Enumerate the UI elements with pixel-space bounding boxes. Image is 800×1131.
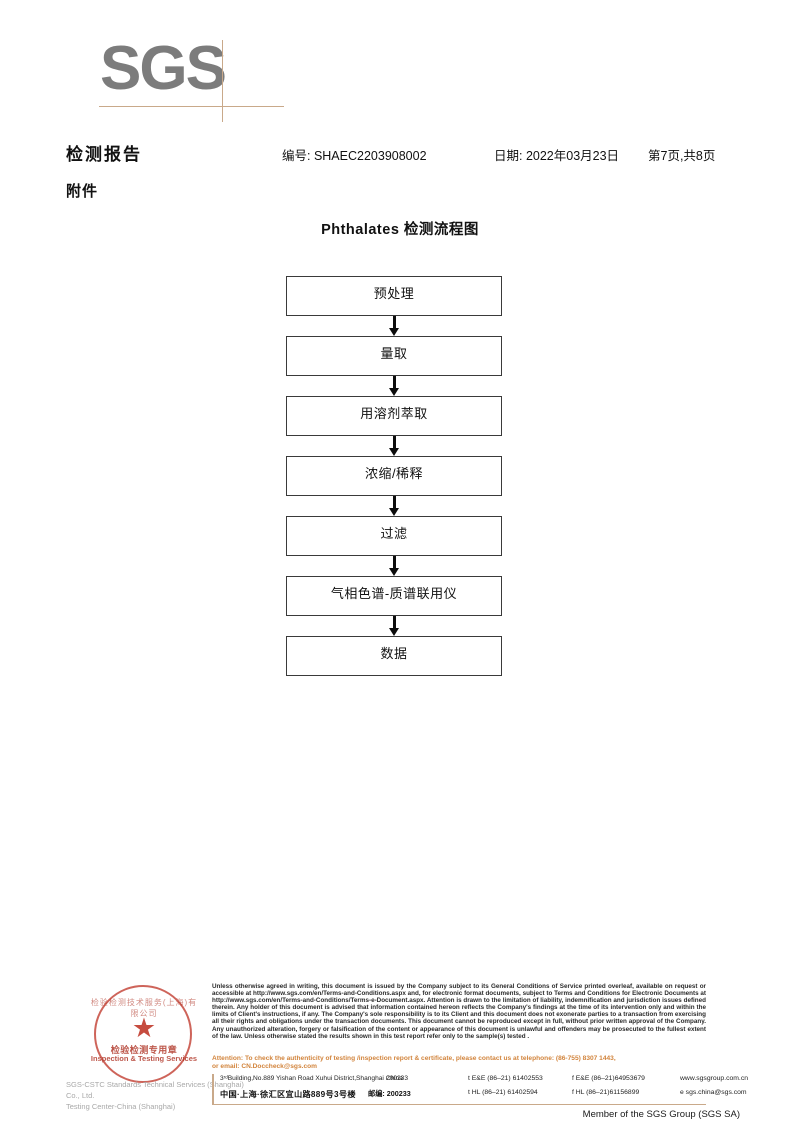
flow-node-label: 量取 bbox=[380, 345, 408, 361]
footer-divider bbox=[212, 1104, 706, 1105]
flow-node-label: 气相色谱-质谱联用仪 bbox=[330, 585, 458, 601]
flow-arrow-6 bbox=[286, 616, 502, 636]
arrow-head-icon bbox=[389, 628, 399, 636]
attention-notice: Attention: To check the authenticity of … bbox=[212, 1055, 706, 1071]
flow-arrow-2 bbox=[286, 376, 502, 396]
company-name-block: SGS-CSTC Standards Technical Services (S… bbox=[66, 1079, 256, 1112]
arrow-shaft bbox=[392, 616, 396, 630]
flow-node-label: 预处理 bbox=[373, 285, 415, 301]
report-date: 日期: 2022年03月23日 bbox=[494, 149, 620, 163]
stamp-arc-text: 检验检测技术服务(上海)有限公司 bbox=[90, 998, 198, 1018]
star-icon: ★ bbox=[131, 1013, 157, 1043]
report-header: 检测报告 编号: SHAEC2203908002 日期: 2022年03月23日… bbox=[66, 140, 738, 166]
flow-node-pretreatment: 预处理 bbox=[286, 276, 502, 316]
report-number: 编号: SHAEC2203908002 bbox=[282, 149, 427, 163]
flow-arrow-4 bbox=[286, 496, 502, 516]
address-english: 3ʳᵈBuilding,No.889 Yishan Road Xuhui Dis… bbox=[220, 1075, 403, 1082]
sgs-logo: SGS bbox=[99, 34, 300, 122]
attention-line-1: Attention: To check the authenticity of … bbox=[212, 1055, 616, 1062]
flow-node-concentration-dilution: 浓缩/稀释 bbox=[286, 456, 502, 496]
legal-text: Unless otherwise agreed in writing, this… bbox=[212, 983, 706, 1040]
arrow-shaft bbox=[392, 556, 396, 570]
arrow-shaft bbox=[392, 436, 396, 450]
inspection-stamp: 检验检测技术服务(上海)有限公司 ★ 检验检测专用章 Inspection & … bbox=[88, 981, 200, 1093]
flowchart: 预处理 量取 用溶剂萃取 浓缩/稀释 过滤 气相色谱-质谱联用仪 数据 bbox=[286, 276, 504, 676]
flow-node-gcms: 气相色谱-质谱联用仪 bbox=[286, 576, 502, 616]
address-row-cn: 中国·上海·徐汇区宜山路889号3号楼 邮编: 200233 t HL (86–… bbox=[220, 1088, 747, 1102]
member-of-group-text: Member of the SGS Group (SGS SA) bbox=[582, 1109, 740, 1120]
logo-horizontal-rule bbox=[99, 106, 284, 107]
flow-node-solvent-extraction: 用溶剂萃取 bbox=[286, 396, 502, 436]
fax-ee: f E&E (86–21)64953679 bbox=[572, 1075, 645, 1082]
arrow-shaft bbox=[392, 496, 396, 510]
page-title: 检测报告 bbox=[66, 145, 142, 164]
stamp-english-text: Inspection & Testing Services bbox=[90, 1054, 198, 1063]
logo-vertical-rule bbox=[222, 40, 223, 122]
sgs-logo-text: SGS bbox=[100, 34, 227, 103]
flow-node-data: 数据 bbox=[286, 636, 502, 676]
stamp-circle bbox=[94, 985, 192, 1083]
flow-node-filtration: 过滤 bbox=[286, 516, 502, 556]
telephone-hl: t HL (86–21) 61402594 bbox=[468, 1089, 538, 1096]
telephone-ee: t E&E (86–21) 61402553 bbox=[468, 1075, 543, 1082]
arrow-head-icon bbox=[389, 388, 399, 396]
arrow-head-icon bbox=[389, 328, 399, 336]
arrow-shaft bbox=[392, 376, 396, 390]
flow-node-label: 过滤 bbox=[380, 525, 408, 541]
legal-disclaimer: Unless otherwise agreed in writing, this… bbox=[212, 983, 706, 1040]
arrow-shaft bbox=[392, 316, 396, 330]
address-row-en: 3ʳᵈBuilding,No.889 Yishan Road Xuhui Dis… bbox=[220, 1074, 748, 1088]
postal-code-chinese: 邮编: 200233 bbox=[368, 1089, 411, 1098]
website: www.sgsgroup.com.cn bbox=[680, 1075, 748, 1082]
arrow-head-icon bbox=[389, 448, 399, 456]
flow-node-label: 数据 bbox=[380, 645, 408, 661]
postal-code-english: 200233 bbox=[386, 1075, 409, 1082]
flowchart-title: Phthalates 检测流程图 bbox=[321, 222, 479, 238]
flow-node-label: 用溶剂萃取 bbox=[360, 405, 428, 421]
company-name-line2: Testing Center-China (Shanghai) bbox=[66, 1102, 176, 1111]
flow-arrow-3 bbox=[286, 436, 502, 456]
email-address: e sgs.china@sgs.com bbox=[680, 1089, 747, 1096]
stamp-chinese-text: 检验检测专用章 bbox=[110, 1045, 178, 1055]
flow-arrow-5 bbox=[286, 556, 502, 576]
flow-arrow-1 bbox=[286, 316, 502, 336]
fax-hl: f HL (86–21)61156899 bbox=[572, 1089, 640, 1096]
arrow-head-icon bbox=[389, 568, 399, 576]
attention-line-2: or email: CN.Doccheck@sgs.com bbox=[212, 1063, 318, 1070]
address-chinese: 中国·上海·徐汇区宜山路889号3号楼 bbox=[220, 1090, 356, 1099]
address-block: 3ʳᵈBuilding,No.889 Yishan Road Xuhui Dis… bbox=[212, 1074, 748, 1104]
flow-node-measure: 量取 bbox=[286, 336, 502, 376]
page-number: 第7页,共8页 bbox=[648, 149, 716, 163]
page-footer: 检验检测技术服务(上海)有限公司 ★ 检验检测专用章 Inspection & … bbox=[0, 975, 800, 1131]
flow-node-label: 浓缩/稀释 bbox=[364, 465, 424, 481]
attachment-label: 附件 bbox=[66, 183, 99, 200]
arrow-head-icon bbox=[389, 508, 399, 516]
company-name-line1: SGS-CSTC Standards Technical Services (S… bbox=[66, 1080, 244, 1100]
